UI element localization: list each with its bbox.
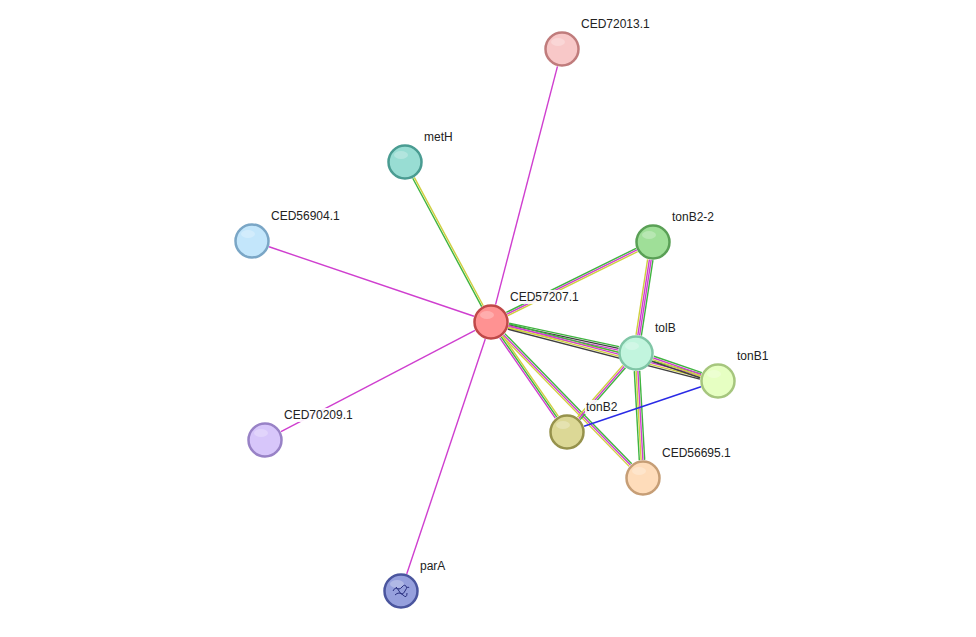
node-highlight [480,311,494,319]
evidence-line [500,338,556,418]
node-circle [473,304,509,340]
protein-node: tolB [618,335,654,371]
node-label: tolB [654,321,677,335]
node-disc [236,225,269,258]
evidence-line [496,66,558,304]
evidence-line [652,361,700,377]
structure-icon [393,585,409,596]
node-circle [387,144,423,180]
interaction-edge [407,339,486,574]
node-circle [700,363,736,399]
evidence-line [636,259,648,334]
node-highlight [632,467,646,475]
evidence-line [269,247,474,316]
node-highlight [642,231,656,239]
node-circle [549,414,585,450]
protein-node: metH [387,144,423,180]
node-circle [544,31,580,67]
node-highlight [551,38,565,46]
node-highlight [707,370,721,378]
evidence-line [506,248,636,312]
interaction-edge [636,259,653,335]
node-label: metH [423,130,454,144]
interaction-edge [413,177,484,306]
protein-node: tonB1 [700,363,736,399]
node-label: CED56695.1 [661,446,732,460]
node-label: CED72013.1 [580,17,651,31]
evidence-line [508,252,638,316]
node-label: CED56904.1 [270,209,341,223]
evidence-line [503,336,559,416]
node-label: parA [419,559,446,573]
node-disc [546,33,579,66]
node-highlight [556,421,570,429]
interaction-edge [584,387,701,426]
protein-node: tonB2 [549,414,585,450]
evidence-line [281,330,475,431]
node-circle [234,223,270,259]
node-disc [637,226,670,259]
node-disc [389,146,422,179]
node-circle [247,422,283,458]
protein-node: CED57207.1 [473,304,509,340]
node-disc [620,337,653,370]
interaction-edge [652,356,702,377]
node-disc [385,575,418,608]
interaction-edge [281,330,475,431]
node-disc [475,306,508,339]
evidence-line [584,387,701,426]
node-label: tonB1 [736,349,769,363]
interaction-edge [634,371,644,460]
evidence-line [638,260,650,335]
node-label: tonB2 [585,400,618,414]
evidence-line [580,368,625,420]
node-disc [249,424,282,457]
interaction-edge [577,365,625,419]
node-label: tonB2-2 [671,210,715,224]
protein-node: CED56904.1 [234,223,270,259]
node-circle [625,460,661,496]
protein-node: CED56695.1 [625,460,661,496]
interaction-edge [502,334,631,467]
node-highlight [241,230,255,238]
node-circle [618,335,654,371]
node-label: CED57207.1 [509,290,580,304]
evidence-line [634,371,639,460]
node-disc [702,365,735,398]
evidence-line [413,178,482,306]
evidence-line [504,335,631,465]
interaction-edge [496,66,558,304]
evidence-line [653,358,701,374]
evidence-line [502,336,629,466]
protein-node: CED70209.1 [247,422,283,458]
protein-node: parA [383,573,419,609]
interaction-edge [506,248,637,315]
node-highlight [254,429,268,437]
evidence-line [577,365,622,417]
interaction-edge [269,247,474,316]
node-highlight [394,151,408,159]
node-highlight [625,342,639,350]
protein-node: tonB2-2 [635,224,671,260]
evidence-line [414,177,483,305]
node-circle [383,573,419,609]
evidence-line [579,367,624,419]
node-disc [551,416,584,449]
evidence-line [501,337,557,417]
evidence-line [407,339,486,574]
protein-node: CED72013.1 [544,31,580,67]
evidence-line [507,250,637,314]
evidence-line [653,360,701,376]
evidence-line [505,334,632,464]
node-circle [635,224,671,260]
node-label: CED70209.1 [283,408,354,422]
interaction-edge [500,336,558,418]
node-disc [627,462,660,495]
